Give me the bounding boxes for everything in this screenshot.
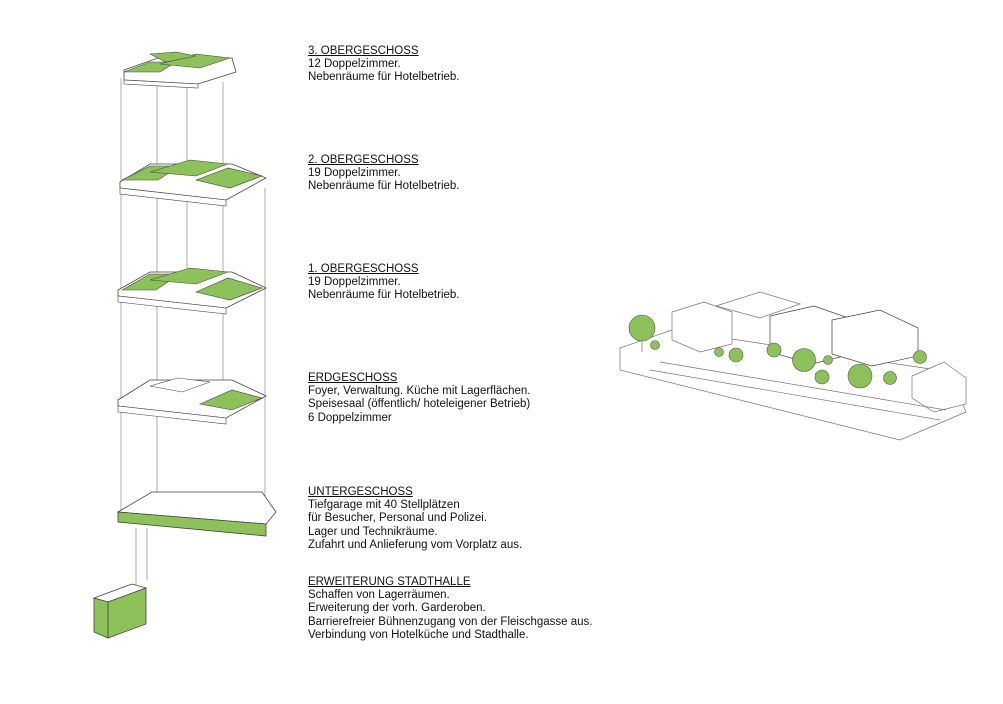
- floor-og3: [123, 51, 237, 89]
- floor-line: Speisesaal (öffentlich/ hoteleigener Bet…: [308, 398, 531, 411]
- block-og1: 1. OBERGESCHOSS 19 Doppelzimmer. Nebenrä…: [308, 263, 460, 303]
- stadthalle-extension: [92, 583, 148, 639]
- floor-ug: [116, 491, 277, 537]
- floor-line: Nebenräume für Hotelbetrieb.: [308, 71, 460, 84]
- floor-line: Erweiterung der vorh. Garderoben.: [308, 602, 486, 615]
- floor-line: 12 Doppelzimmer.: [308, 58, 401, 71]
- floor-line: Lager und Technikräume.: [308, 525, 438, 538]
- floor-og2: [119, 159, 267, 207]
- floor-og1: [117, 267, 267, 315]
- site-axonometry: [619, 291, 967, 441]
- floor-line: 19 Doppelzimmer.: [308, 167, 401, 180]
- floor-eg: [117, 377, 267, 425]
- floor-line: 19 Doppelzimmer.: [308, 276, 401, 289]
- block-og3: 3. OBERGESCHOSS 12 Doppelzimmer. Nebenrä…: [308, 45, 460, 85]
- floor-line: Foyer, Verwaltung. Küche mit Lagerfläche…: [308, 385, 531, 398]
- floor-line: 6 Doppelzimmer: [308, 411, 392, 424]
- floor-line: Nebenräume für Hotelbetrieb.: [308, 289, 460, 302]
- floor-title: ERDGESCHOSS: [308, 372, 398, 384]
- block-stadthalle: ERWEITERUNG STADTHALLE Schaffen von Lage…: [308, 576, 592, 642]
- block-ug: UNTERGESCHOSS Tiefgarage mit 40 Stellplä…: [308, 486, 522, 552]
- floor-title: 2. OBERGESCHOSS: [308, 154, 419, 166]
- floor-line: Schaffen von Lagerräumen.: [308, 589, 450, 602]
- floor-line: Nebenräume für Hotelbetrieb.: [308, 180, 460, 193]
- floor-title: UNTERGESCHOSS: [308, 486, 413, 498]
- floor-line: für Besucher, Personal und Polizei.: [308, 512, 487, 525]
- floor-title: 1. OBERGESCHOSS: [308, 263, 419, 275]
- site-trees: [628, 314, 927, 389]
- floor-title: ERWEITERUNG STADTHALLE: [308, 576, 471, 588]
- block-og2: 2. OBERGESCHOSS 19 Doppelzimmer. Nebenrä…: [308, 154, 460, 194]
- floor-title: 3. OBERGESCHOSS: [308, 45, 419, 57]
- floor-line: Tiefgarage mit 40 Stellplätzen: [308, 499, 460, 512]
- floor-line: Zufahrt und Anlieferung vom Vorplatz aus…: [308, 538, 523, 551]
- block-eg: ERDGESCHOSS Foyer, Verwaltung. Küche mit…: [308, 372, 530, 425]
- floor-line: Barrierefreier Bühnenzugang von der Flei…: [308, 615, 593, 628]
- floor-line: Verbindung von Hotelküche und Stadthalle…: [308, 628, 529, 641]
